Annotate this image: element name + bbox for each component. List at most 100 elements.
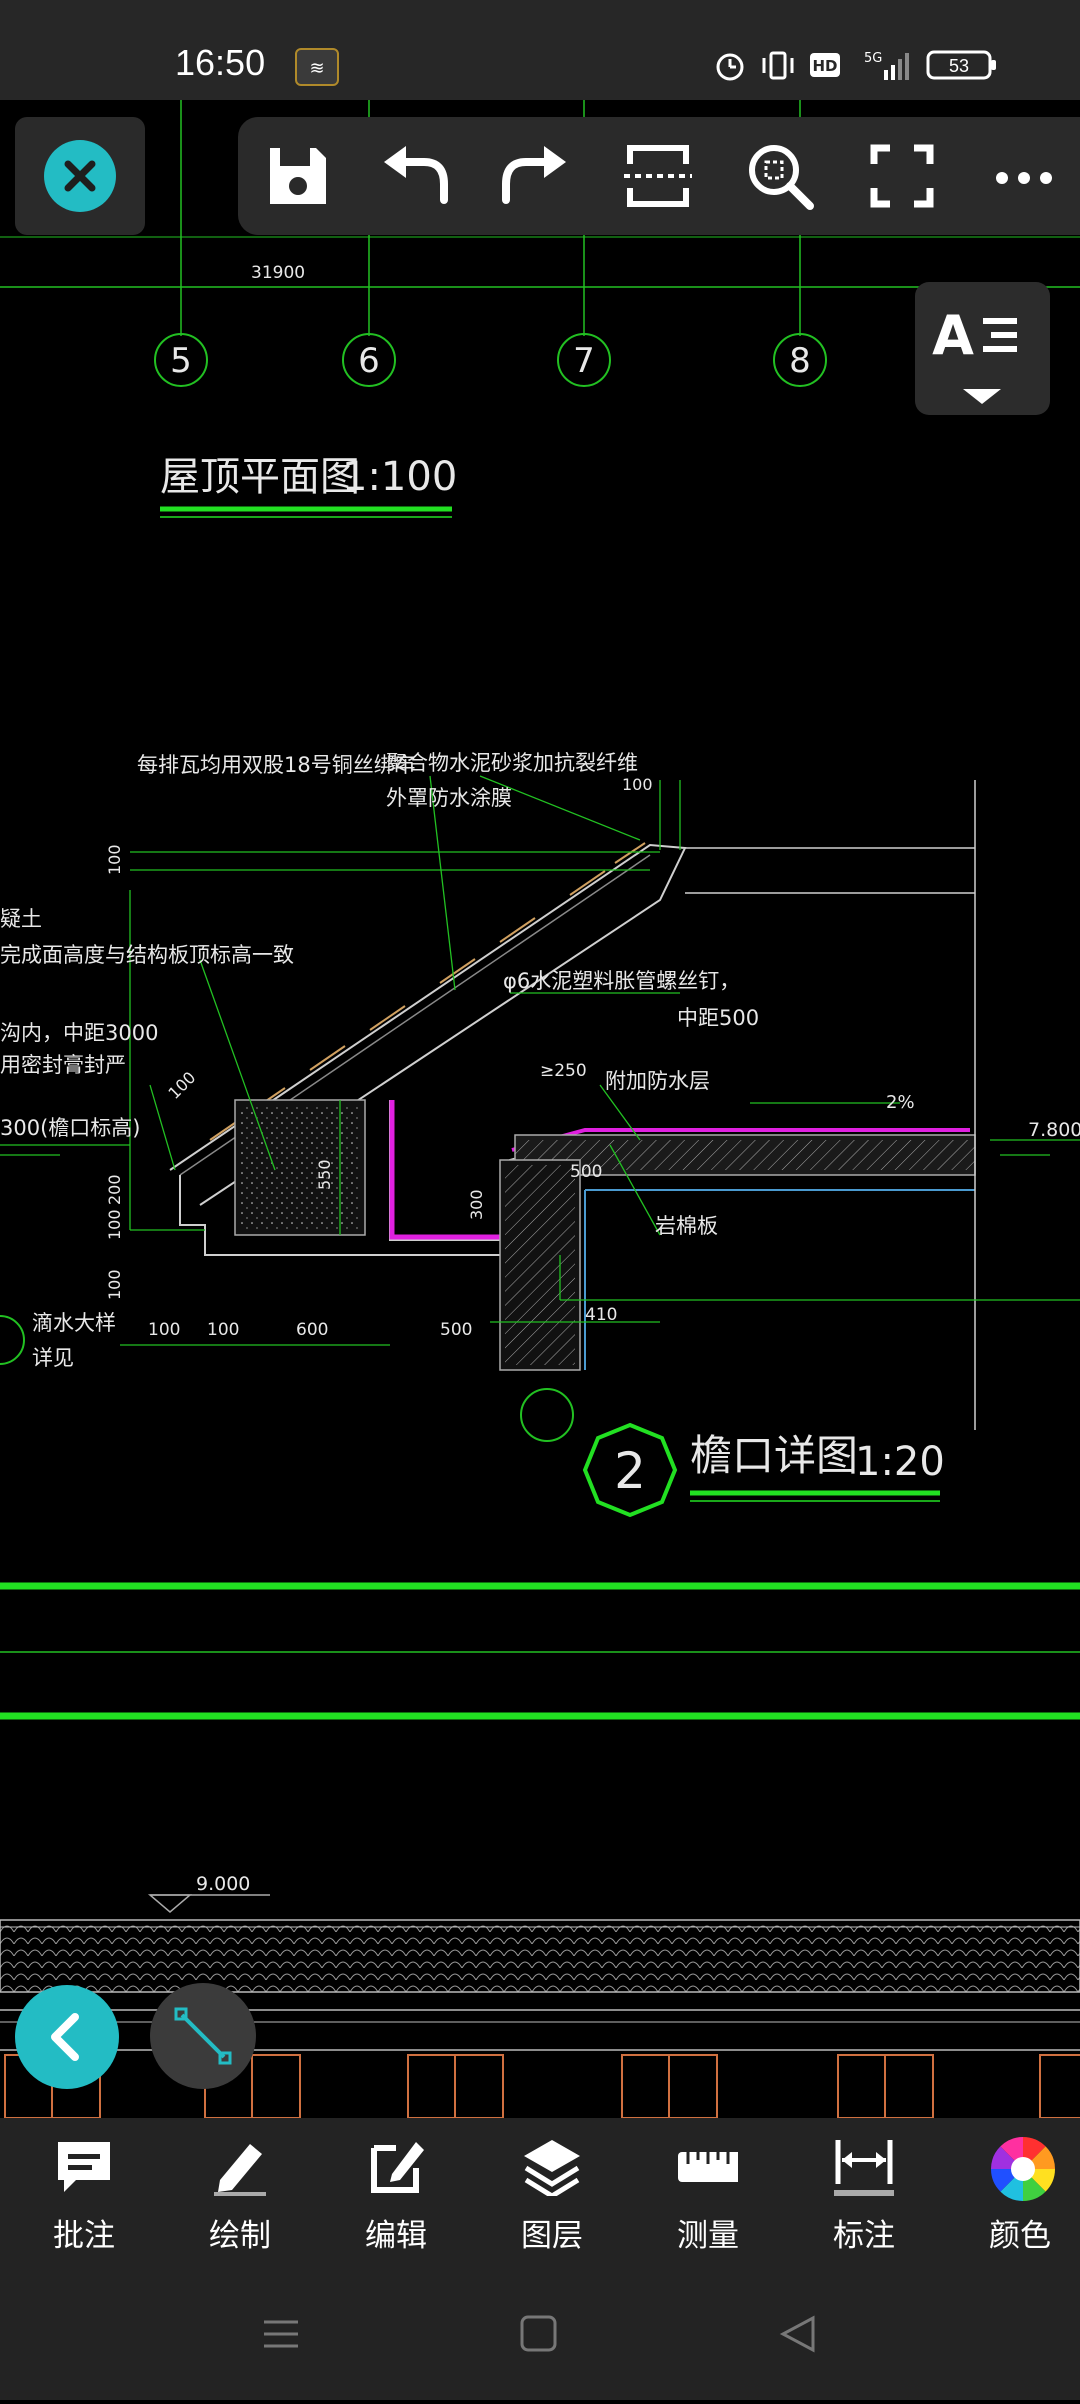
note-spacing-500: 中距500	[677, 1006, 759, 1030]
save-button[interactable]	[256, 134, 340, 218]
note-concrete: 疑土	[0, 907, 42, 931]
text-style-button[interactable]: A	[915, 282, 1050, 415]
svg-text:100: 100	[105, 844, 124, 875]
svg-text:500: 500	[570, 1162, 602, 1182]
svg-text:410: 410	[585, 1305, 617, 1325]
note-sealant: 用密封膏封严	[0, 1053, 126, 1077]
annotation-icon	[58, 2142, 110, 2192]
bottom-toolbar: 批注 绘制 编辑 图层 测量	[0, 2118, 1080, 2270]
more-button[interactable]	[982, 134, 1066, 218]
svg-text:500: 500	[440, 1320, 472, 1340]
dimension-icon	[834, 2140, 894, 2196]
note-waterproof-coating: 外罩防水涂膜	[386, 786, 512, 810]
svg-text:550: 550	[315, 1159, 334, 1190]
elevation-roof-band	[0, 1894, 1080, 2023]
line-tool-button[interactable]	[150, 1983, 256, 2089]
note-screw: φ6水泥塑料胀管螺丝钉，	[503, 969, 740, 993]
chevron-left-icon	[51, 2013, 79, 2061]
fullscreen-button[interactable]	[860, 134, 944, 218]
svg-text:9.000: 9.000	[196, 1873, 250, 1895]
tool-layers[interactable]: 图层	[474, 2118, 630, 2270]
nav-menu-button[interactable]	[264, 2320, 298, 2348]
detail-title: 檐口详图	[690, 1431, 858, 1480]
undo-button[interactable]	[374, 134, 458, 218]
note-finish-height: 完成面高度与结构板顶标高一致	[0, 943, 294, 967]
detail-title-block: 2 檐口详图 1:20	[582, 1422, 945, 1518]
hd-icon: HD	[810, 53, 840, 77]
note-gutter-spacing: 沟内，中距3000	[0, 1021, 158, 1045]
pencil-icon	[214, 2144, 266, 2196]
detail-number: 2	[614, 1442, 646, 1500]
tool-edit[interactable]: 编辑	[318, 2118, 474, 2270]
app-notification-icon: ≋	[295, 48, 339, 86]
tool-color[interactable]: 颜色	[942, 2118, 1080, 2270]
note-extra-waterproof: 附加防水层	[605, 1069, 710, 1093]
system-nav-bar	[0, 2270, 1080, 2400]
roof-plan-scale: 1:100	[342, 454, 457, 500]
save-icon	[270, 148, 326, 204]
note-see: 详见	[32, 1346, 74, 1370]
cad-drawing-canvas[interactable]: 31900 5 6 7 8 屋顶平面图 1:100	[0, 100, 1080, 2120]
collapse-button[interactable]	[15, 1985, 119, 2089]
note-drip-detail: 滴水大样	[32, 1311, 116, 1335]
edit-icon	[371, 2142, 424, 2193]
svg-text:600: 600	[296, 1320, 328, 1340]
note-polymer-mortar: 聚合物水泥砂浆加抗裂纤维	[386, 751, 638, 775]
svg-text:HD: HD	[812, 57, 837, 75]
layers-icon	[524, 2140, 580, 2196]
svg-text:100: 100	[148, 1320, 180, 1340]
detail-scale: 1:20	[855, 1439, 945, 1485]
eave-detail-drawing	[0, 775, 1080, 1442]
svg-text:200: 200	[105, 1174, 124, 1205]
ruler-icon	[678, 2152, 738, 2182]
tool-draw[interactable]: 绘制	[162, 2118, 318, 2270]
text-style-icon: A	[932, 304, 1017, 404]
svg-text:2%: 2%	[886, 1092, 915, 1113]
signal-5g-icon: 5G	[864, 51, 909, 80]
color-wheel-icon	[991, 2137, 1055, 2201]
note-tile-wire: 每排瓦均用双股18号铜丝绑牢	[137, 753, 416, 777]
status-time: 16:50	[175, 42, 266, 83]
zoom-button[interactable]	[738, 134, 822, 218]
grid-label-6: 6	[358, 341, 380, 381]
close-button[interactable]	[15, 117, 145, 235]
grid-label-8: 8	[789, 341, 811, 381]
tool-dimension[interactable]: 标注	[786, 2118, 942, 2270]
grid-axis-labels: 5 6 7 8	[154, 333, 827, 387]
close-icon	[44, 140, 116, 212]
dimension-top: 31900	[251, 263, 305, 283]
svg-text:100: 100	[207, 1320, 239, 1340]
drawing-annotations: 每排瓦均用双股18号铜丝绑牢 聚合物水泥砂浆加抗裂纤维 外罩防水涂膜 疑土 完成…	[0, 751, 759, 1370]
select-region-button[interactable]	[616, 134, 700, 218]
grid-label-5: 5	[170, 341, 192, 381]
note-eave-elevation: 300(檐口标高)	[0, 1116, 140, 1140]
status-bar: 16:50 ≋ HD 5G 53	[0, 0, 1080, 100]
select-region-icon	[624, 145, 692, 207]
nav-home-button[interactable]	[520, 2315, 557, 2352]
vibrate-icon	[762, 51, 794, 80]
nav-back-button[interactable]	[779, 2315, 815, 2353]
redo-icon	[502, 146, 566, 204]
line-tool-icon	[174, 2007, 232, 2065]
chevron-down-icon	[963, 389, 1001, 404]
tool-annotate[interactable]: 批注	[6, 2118, 162, 2270]
zoom-icon	[749, 145, 814, 210]
roof-plan-title: 屋顶平面图	[160, 454, 360, 500]
note-rockwool: 岩棉板	[655, 1214, 718, 1238]
svg-text:≥250: ≥250	[540, 1061, 587, 1081]
fullscreen-icon	[870, 144, 934, 208]
svg-text:53: 53	[949, 56, 969, 76]
svg-text:100: 100	[622, 775, 653, 794]
redo-button[interactable]	[492, 134, 576, 218]
svg-text:7.800: 7.800	[1028, 1119, 1080, 1141]
battery-icon: 53	[926, 50, 996, 80]
more-icon	[996, 172, 1052, 184]
svg-text:100: 100	[164, 1068, 199, 1103]
svg-text:300: 300	[467, 1189, 486, 1220]
tool-measure[interactable]: 测量	[630, 2118, 786, 2270]
svg-text:5G: 5G	[864, 51, 882, 66]
alarm-icon	[716, 53, 744, 81]
grid-label-7: 7	[573, 341, 595, 381]
svg-text:100: 100	[105, 1269, 124, 1300]
svg-text:A: A	[932, 304, 974, 367]
